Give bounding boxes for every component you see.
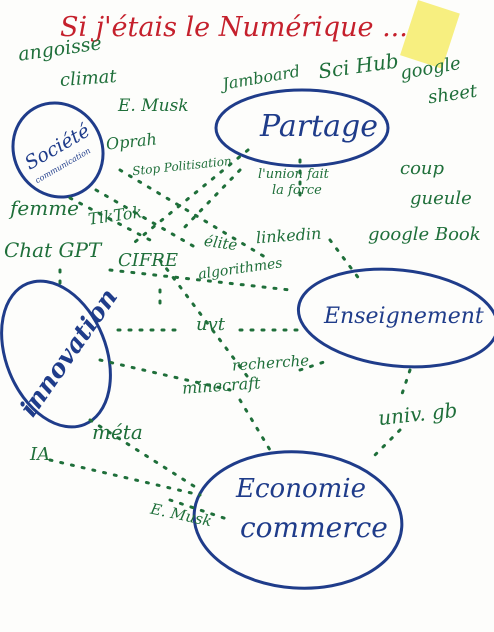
connection-line <box>238 398 272 452</box>
connection-line <box>118 168 272 262</box>
connection-line <box>68 196 152 242</box>
connection-line <box>328 238 362 282</box>
innovation-circle <box>0 279 112 429</box>
partage-circle <box>214 88 390 168</box>
connection-line <box>368 428 402 462</box>
note-coup: coup <box>400 158 445 179</box>
connection-line <box>88 418 202 492</box>
connection-line <box>48 458 202 497</box>
cluster-commerce-label: commerce <box>240 511 388 544</box>
connection-line <box>98 358 232 392</box>
note-google-book: google Book <box>368 224 481 245</box>
connection-line <box>178 168 242 234</box>
cluster-enseignement-label: Enseignement <box>324 304 484 329</box>
societe-circle <box>11 101 105 199</box>
connection-line <box>108 268 292 292</box>
cluster-partage-label: Partage <box>260 109 378 144</box>
note-emusk-top: E. Musk <box>118 96 189 116</box>
cluster-economie-label: Economie <box>236 474 366 504</box>
connection-line <box>94 188 202 252</box>
note-meta: méta <box>92 420 143 444</box>
connection-line <box>128 148 250 248</box>
note-cifre: CIFRE <box>118 250 179 271</box>
economie-circle <box>192 450 404 590</box>
page-title: Si j'étais le Numérique ... <box>60 12 408 43</box>
note-ia: IA <box>30 444 51 465</box>
note-chatgpt: Chat GPT <box>4 238 102 262</box>
note-la-force: la force <box>272 183 322 198</box>
enseignement-circle <box>296 267 494 369</box>
note-elite: élite <box>202 231 239 255</box>
note-gueule: gueule <box>410 188 472 209</box>
note-climat: climat <box>59 66 118 91</box>
note-union: l'union fait <box>258 167 329 182</box>
note-uvt: uvt <box>196 314 225 335</box>
connection-line <box>398 368 412 402</box>
note-femme: femme <box>10 196 80 220</box>
connection-line <box>158 258 252 382</box>
note-linkedin: linkedin <box>255 223 322 248</box>
connection-line <box>168 498 232 522</box>
